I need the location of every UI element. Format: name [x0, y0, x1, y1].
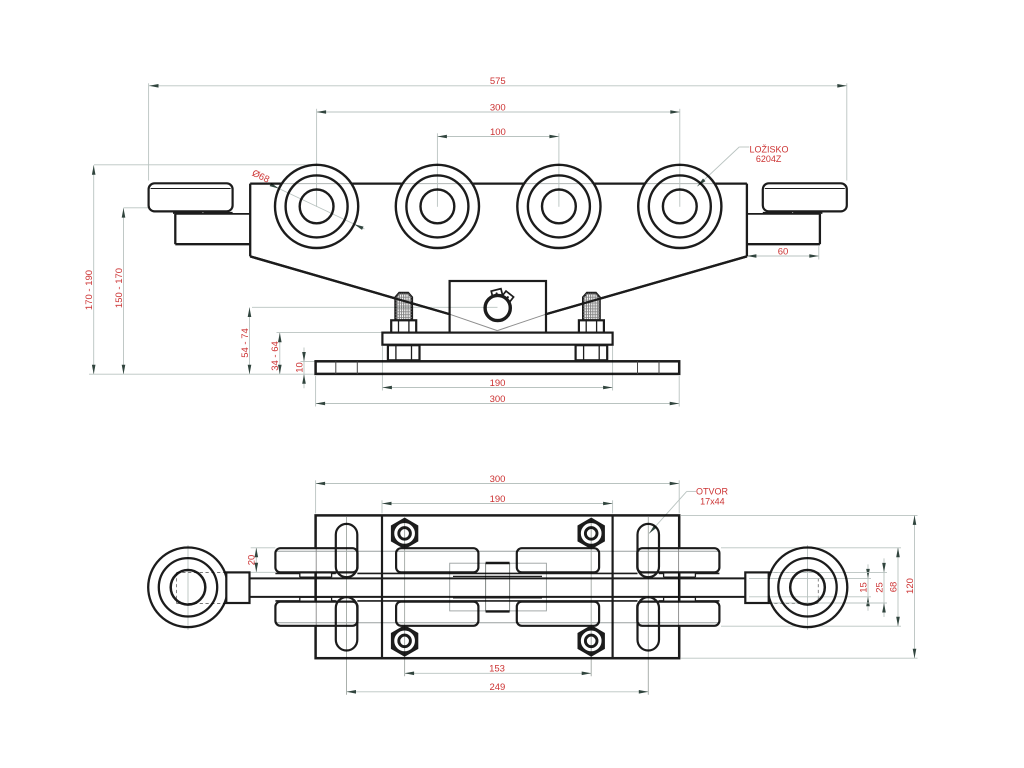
svg-text:153: 153 [489, 664, 505, 675]
svg-text:25: 25 [874, 582, 885, 593]
svg-text:100: 100 [490, 127, 506, 138]
svg-text:190: 190 [490, 494, 506, 505]
svg-text:LOŽISKO: LOŽISKO [749, 144, 788, 154]
svg-text:300: 300 [490, 102, 506, 113]
svg-text:34 - 64: 34 - 64 [270, 341, 281, 371]
svg-text:120: 120 [905, 578, 916, 594]
svg-text:68: 68 [888, 582, 899, 593]
svg-text:20: 20 [247, 555, 258, 566]
svg-text:54 - 74: 54 - 74 [240, 328, 251, 358]
svg-text:170 - 190: 170 - 190 [84, 270, 95, 310]
svg-text:190: 190 [490, 378, 506, 389]
svg-text:150 - 170: 150 - 170 [114, 268, 125, 308]
svg-text:575: 575 [490, 76, 506, 87]
svg-text:6204Z: 6204Z [756, 154, 782, 164]
svg-text:17x44: 17x44 [700, 496, 725, 506]
svg-text:60: 60 [778, 246, 789, 257]
svg-text:15: 15 [858, 582, 869, 593]
svg-text:249: 249 [489, 682, 505, 693]
svg-text:300: 300 [490, 394, 506, 405]
svg-text:OTVOR: OTVOR [696, 487, 729, 497]
svg-text:300: 300 [490, 474, 506, 485]
svg-text:10: 10 [294, 362, 305, 373]
